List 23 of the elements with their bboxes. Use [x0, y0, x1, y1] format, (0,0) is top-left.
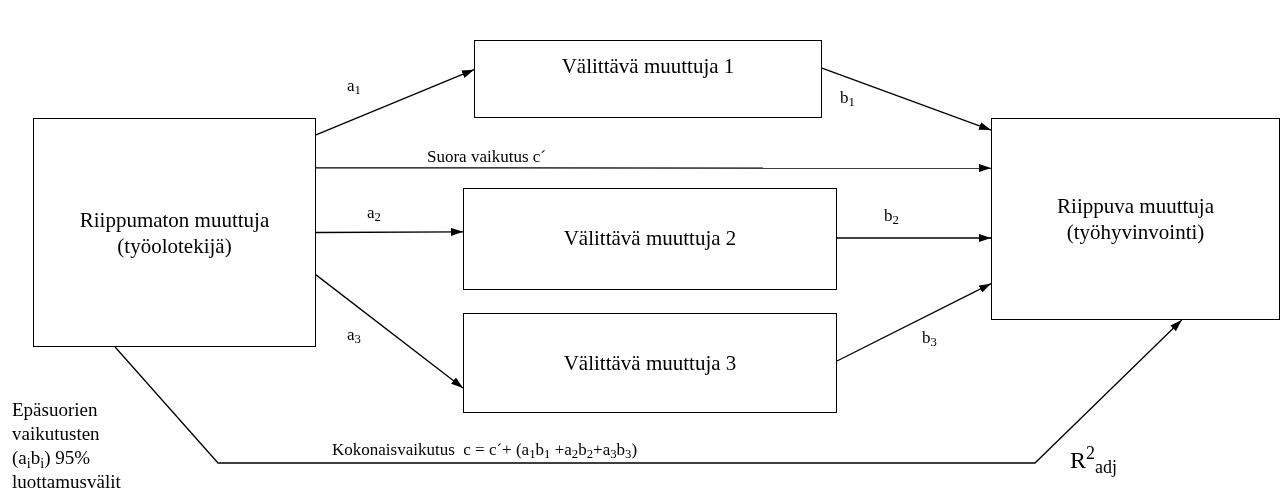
variable-box [991, 118, 1280, 320]
edge-label: b$_{2}$ [882, 206, 901, 226]
box-label: Välittävä muuttuja 1 [561, 53, 735, 79]
arrow [315, 69, 475, 136]
variable-box [474, 40, 822, 118]
variable-box [463, 313, 837, 413]
box-label: Välittävä muuttuja 2 [563, 225, 737, 251]
arrow [114, 319, 1183, 464]
arrow [821, 67, 992, 131]
arrow [836, 283, 992, 362]
edge-label: b$_{1}$ [838, 88, 857, 108]
arrow [836, 234, 992, 242]
box-label: Riippumaton muuttuja (työolotekijä) [78, 206, 271, 259]
variable-box [463, 188, 837, 290]
arrow [315, 227, 464, 236]
arrow [315, 164, 992, 173]
edge-label: b$_{3}$ [920, 328, 939, 348]
variable-box [33, 118, 316, 347]
arrow [315, 274, 464, 389]
box-label: Riippuva muuttuja (työhyvinvointi) [1056, 193, 1215, 245]
note-text: Epäsuorien vaikutusten (a$_{i}$b$_{i}$) 95% luottamusvälit [12, 398, 122, 494]
box-label: Välittävä muuttuja 3 [563, 350, 737, 376]
edge-label: Kokonaisvaikutus c = c´+ (a$_{1}$b$_{1}$ +a$_{2}$b$_{2}$+a$_{3}$b$_{3}$) [330, 440, 640, 460]
